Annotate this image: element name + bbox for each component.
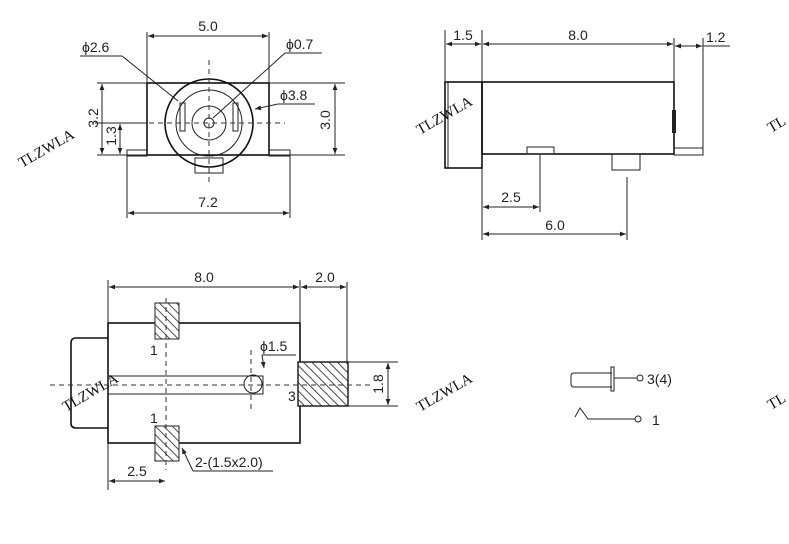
dim-tab2-offset: 6.0: [545, 217, 565, 233]
dim-front-height: 3.0: [317, 110, 333, 130]
watermarks: TLZWLA TLZWLA TLZWLA TLZWLA TL TL: [16, 94, 789, 416]
watermark-partial: TL: [765, 113, 789, 136]
dim-pad-offset: 2.5: [127, 463, 147, 479]
dim-cap-length: 1.5: [453, 27, 473, 43]
front-body: [146, 82, 270, 156]
dim-front-width: 5.0: [198, 18, 218, 34]
dim-pad-length: 2.0: [315, 269, 335, 285]
dim-pad-height: 1.8: [370, 374, 386, 394]
dim-overall-height: 3.2: [85, 108, 101, 128]
pin-label-right: 3: [288, 388, 296, 404]
dim-phi-0-7: ϕ0.7: [286, 36, 314, 52]
pin-label-bottom: 1: [150, 410, 158, 426]
watermark: TLZWLA: [414, 371, 476, 416]
pad-size-note: 2-(1.5x2.0): [195, 454, 263, 470]
dim-tab1-offset: 2.5: [501, 189, 521, 205]
rear-pin: [673, 147, 704, 156]
dim-pin-extension: 1.2: [706, 29, 726, 45]
watermark: TLZWLA: [16, 127, 78, 172]
dim-bottom-length: 8.0: [194, 269, 214, 285]
bottom-view: 8.0 2.0 1.8 2.5 ϕ1.5 2-(1.5x2.0) 1 1 3: [50, 269, 398, 490]
schematic-pin-plug: 3(4): [647, 371, 672, 387]
schematic: 3(4) 1: [570, 366, 672, 428]
dim-hole-dia: ϕ1.5: [260, 338, 288, 354]
right-pad: [268, 149, 291, 157]
dim-body-length: 8.0: [568, 27, 588, 43]
pad-top: [154, 302, 180, 340]
watermark: TLZWLA: [60, 371, 122, 416]
pad-bottom: [154, 425, 180, 462]
left-pad: [126, 149, 148, 157]
watermark-partial: TL: [765, 390, 789, 413]
side-body: [481, 81, 675, 155]
side-view: 1.5 8.0 1.2 2.5 6.0: [444, 27, 730, 240]
dim-phi-2-6: ϕ2.6: [82, 39, 110, 55]
dim-center-height: 1.3: [103, 126, 119, 146]
bottom-cap: [70, 337, 108, 429]
schematic-pin-spring: 1: [652, 412, 660, 428]
pin-label-top: 1: [150, 342, 158, 358]
dim-phi-3-8: ϕ3.8: [280, 87, 308, 103]
front-view: 5.0 ϕ2.6 ϕ0.7 ϕ3.8 3.0 1.3 3.2 7.2: [80, 18, 345, 218]
pad-right: [297, 361, 349, 407]
dim-pad-width: 7.2: [198, 194, 218, 210]
